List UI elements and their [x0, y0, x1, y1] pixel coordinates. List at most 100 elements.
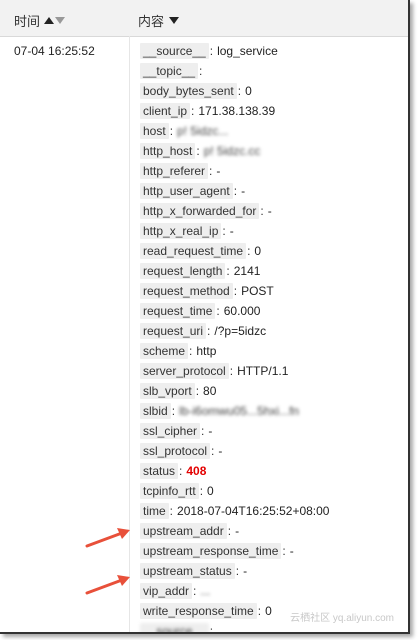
field-key[interactable]: read_request_time [140, 243, 247, 259]
field-value[interactable]: - [229, 224, 234, 238]
field-key[interactable]: http_x_real_ip [140, 223, 222, 239]
field-separator: : [226, 264, 230, 278]
field-separator: : [211, 444, 215, 458]
sort-desc-icon [55, 17, 66, 24]
field-key[interactable]: upstream_addr [140, 523, 227, 539]
field-value[interactable]: 60.000 [223, 304, 261, 318]
field-value[interactable]: p! 5idzc.cc [203, 144, 261, 158]
log-field-row: read_request_time:0 [140, 241, 329, 261]
field-key[interactable]: http_referer [140, 163, 209, 179]
log-field-row: body_bytes_sent:0 [140, 81, 329, 101]
field-value[interactable]: log_service [217, 44, 278, 58]
field-separator: : [193, 584, 197, 598]
field-key[interactable]: status [140, 463, 179, 479]
log-field-row: request_uri:/?p=5idzc [140, 321, 329, 341]
field-key[interactable]: tcpinfo_rtt [140, 483, 199, 499]
log-field-row: http_x_forwarded_for:- [140, 201, 329, 221]
field-value[interactable]: 0 [245, 84, 252, 98]
field-key[interactable]: server_protocol [140, 363, 229, 379]
field-key[interactable]: vip_addr [140, 583, 193, 599]
field-value[interactable]: lb-i6omwu05...5hxi...fn [179, 404, 300, 418]
field-key[interactable]: request_length [140, 263, 226, 279]
field-key[interactable]: upstream_response_time [140, 543, 282, 559]
log-field-row: upstream_status:- [140, 561, 329, 581]
field-value[interactable]: - [243, 564, 248, 578]
field-key[interactable]: request_method [140, 283, 233, 299]
field-value[interactable]: 2018-07-04T16:25:52+08:00 [177, 504, 330, 518]
field-key[interactable]: request_time [140, 303, 216, 319]
log-field-row: write_response_time:0 [140, 601, 329, 621]
field-key[interactable]: upstream_status [140, 563, 235, 579]
dropdown-icon[interactable] [168, 17, 180, 24]
field-value[interactable]: - [267, 204, 272, 218]
field-key[interactable]: slbid [140, 403, 171, 419]
log-field-row: request_length:2141 [140, 261, 329, 281]
field-separator: : [199, 484, 204, 498]
field-value[interactable]: 0 [254, 244, 262, 258]
field-key[interactable]: __source__ [140, 623, 209, 632]
field-value[interactable]: http [196, 344, 217, 358]
field-separator: : [179, 464, 183, 478]
field-key[interactable]: http_user_agent [140, 183, 233, 199]
field-value[interactable]: - [289, 544, 294, 558]
field-value[interactable]: 80 [203, 384, 217, 398]
log-timestamp: 07-04 16:25:52 [14, 44, 95, 58]
sort-icon[interactable] [44, 17, 66, 24]
log-field-row: ssl_protocol:- [140, 441, 329, 461]
field-key[interactable]: client_ip [140, 103, 191, 119]
field-value[interactable]: - [218, 444, 223, 458]
field-separator: : [235, 564, 240, 578]
log-field-row: slbid:lb-i6omwu05...5hxi...fn [140, 401, 329, 421]
field-key[interactable]: body_bytes_sent [140, 83, 237, 99]
field-separator: : [257, 604, 262, 618]
field-separator: : [229, 364, 234, 378]
field-value[interactable]: p! 5idzc... [177, 124, 229, 138]
field-key[interactable]: http_x_forwarded_for [140, 203, 260, 219]
field-key[interactable]: slb_vport [140, 383, 195, 399]
field-key[interactable]: ssl_protocol [140, 443, 211, 459]
field-value[interactable]: - [241, 184, 246, 198]
log-viewer: 时间 内容 07-04 16:25:52 __source__:log_serv… [0, 0, 410, 634]
log-field-row: time:2018-07-04T16:25:52+08:00 [140, 501, 329, 521]
column-divider [129, 36, 130, 632]
field-value[interactable]: 0 [207, 484, 214, 498]
log-field-row: __topic__: [140, 61, 329, 81]
log-field-row: http_x_real_ip:- [140, 221, 329, 241]
field-value[interactable]: 2141 [233, 264, 261, 278]
field-value[interactable]: POST [241, 284, 274, 298]
field-separator: : [209, 44, 214, 58]
chevron-down-icon [169, 17, 180, 24]
field-separator: : [191, 104, 195, 118]
log-field-row: __source__: [140, 621, 329, 632]
field-separator: : [195, 384, 200, 398]
log-field-row: http_user_agent:- [140, 181, 329, 201]
field-key[interactable]: time [140, 503, 169, 519]
field-key[interactable]: __topic__ [140, 63, 199, 79]
field-value[interactable]: - [216, 164, 221, 178]
field-key[interactable]: __source__ [140, 43, 209, 59]
field-value[interactable]: HTTP/1.1 [237, 364, 289, 378]
log-field-row: request_time:60.000 [140, 301, 329, 321]
time-column-header[interactable]: 时间 [14, 11, 66, 30]
field-separator: : [233, 184, 238, 198]
field-value[interactable]: 171.38.138.39 [198, 104, 276, 118]
field-value[interactable]: ... [200, 584, 211, 598]
field-key[interactable]: request_uri [140, 323, 207, 339]
log-field-row: __source__:log_service [140, 41, 329, 61]
field-key[interactable]: host [140, 123, 169, 139]
field-key[interactable]: ssl_cipher [140, 423, 201, 439]
field-key[interactable]: write_response_time [140, 603, 257, 619]
log-field-row: http_referer:- [140, 161, 329, 181]
field-separator: : [237, 84, 242, 98]
field-key[interactable]: scheme [140, 343, 189, 359]
field-value[interactable]: - [235, 524, 240, 538]
field-value[interactable]: 408 [186, 464, 207, 478]
content-column-header[interactable]: 内容 [138, 11, 180, 30]
log-field-row: vip_addr:... [140, 581, 329, 601]
field-value[interactable]: - [208, 424, 213, 438]
field-value[interactable]: 0 [265, 604, 272, 618]
field-key[interactable]: http_host [140, 143, 196, 159]
field-value[interactable]: /?p=5idzc [214, 324, 267, 338]
field-separator: : [227, 524, 232, 538]
arrow-icon [85, 575, 130, 595]
